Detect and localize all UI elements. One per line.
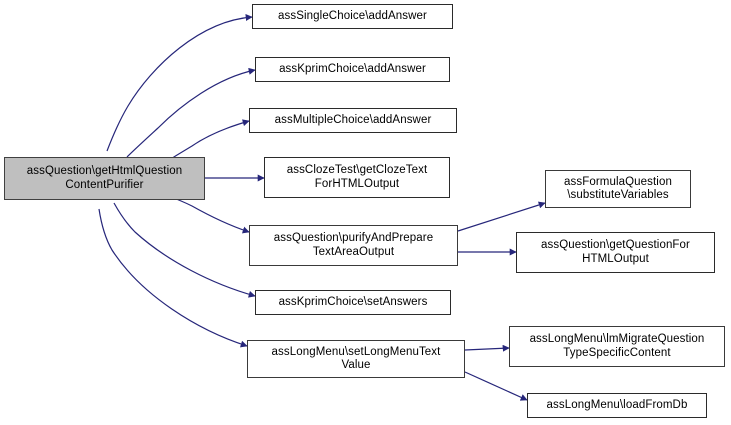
- graph-node-long_menu_set_text_value[interactable]: assLongMenu\setLongMenuText Value: [247, 340, 465, 378]
- graph-node-kprim_choice_add_answer[interactable]: assKprimChoice\addAnswer: [255, 57, 450, 82]
- graph-node-kprim_choice_set_answers[interactable]: assKprimChoice\setAnswers: [255, 290, 451, 315]
- graph-edge-single_choice_add_answer-to-current: [106, 13, 253, 152]
- graph-edge-long_menu_migrate_question-to-long_menu_set_text_value: [464, 344, 510, 352]
- graph-node-long_menu_load_from_db[interactable]: assLongMenu\loadFromDb: [527, 393, 707, 418]
- graph-edge-long_menu_load_from_db-to-long_menu_set_text_value: [464, 371, 528, 401]
- graph-node-formula_question_substitute[interactable]: assFormulaQuestion \substituteVariables: [545, 170, 691, 208]
- graph-node-get_question_for_html_output[interactable]: assQuestion\getQuestionFor HTMLOutput: [516, 232, 715, 273]
- graph-node-long_menu_migrate_question[interactable]: assLongMenu\lmMigrateQuestion TypeSpecif…: [509, 326, 725, 367]
- graph-node-multiple_choice_add_answer[interactable]: assMultipleChoice\addAnswer: [249, 108, 457, 133]
- graph-node-current: assQuestion\getHtmlQuestion ContentPurif…: [4, 157, 205, 200]
- graph-node-single_choice_add_answer[interactable]: assSingleChoice\addAnswer: [252, 4, 453, 29]
- graph-edge-kprim_choice_add_answer-to-current: [126, 67, 256, 158]
- graph-node-cloze_test_get_cloze_text[interactable]: assClozeTest\getClozeText ForHTMLOutput: [264, 157, 450, 198]
- graph-edge-formula_question_substitute-to-purify_and_prepare_text_area: [457, 201, 546, 232]
- graph-edge-purify_and_prepare_text_area-to-current: [165, 194, 250, 234]
- graph-edge-kprim_choice_set_answers-to-current: [113, 202, 256, 298]
- graph-edge-long_menu_set_text_value-to-current: [98, 208, 248, 348]
- graph-node-purify_and_prepare_text_area[interactable]: assQuestion\purifyAndPrepare TextAreaOut…: [249, 225, 458, 266]
